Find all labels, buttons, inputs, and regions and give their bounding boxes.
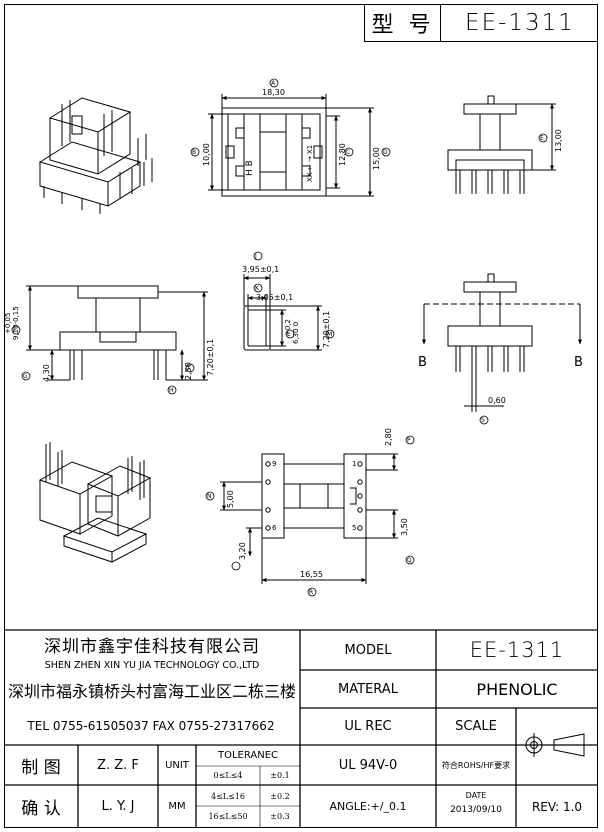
angle-tolerance: ANGLE:+/_0.1 (329, 800, 407, 813)
material-value: PHENOLIC (476, 679, 558, 699)
company-contact: TEL 0755-61505037 FAX 0755-27317662 (27, 719, 275, 733)
scale-label: SCALE (455, 719, 497, 734)
drawn-by: Z. Z. F (97, 757, 139, 773)
model-value: EE-1311 (469, 638, 565, 662)
front-view (26, 285, 208, 381)
iso-view-top (38, 97, 153, 214)
header-divider (440, 4, 441, 42)
dim-l-lower: 6,30 0 (292, 321, 300, 344)
dim-r: 16,55 (300, 570, 323, 579)
company-name-en: SHEN ZHEN XIN YU JIA TECHNOLOGY CO.,LTD (44, 659, 260, 671)
drawing-frame (4, 4, 598, 828)
part-marking-hb: H B (245, 160, 255, 176)
dim-b: 10,00 (202, 143, 211, 166)
rohs-note: 符合ROHS/HF要求 (441, 760, 511, 770)
marker-k: K (255, 285, 259, 292)
part-marking-xx: XX ← → X1 (306, 144, 314, 182)
check-label: 确 认 (21, 799, 61, 819)
company-name-cn: 深圳市鑫宇佳科技有限公司 (44, 636, 260, 657)
tol-value-3: ±0.3 (270, 812, 290, 821)
marker-b: B (192, 149, 197, 156)
marker-d: D (383, 149, 388, 156)
marker-m: M (327, 331, 333, 338)
section-view (243, 274, 322, 351)
date-value: 2013/09/10 (450, 805, 502, 815)
dim-j: 3,95±0,1 (242, 265, 280, 274)
tolerance-label: TOLERANEC (217, 750, 279, 761)
dim-g: 4,30 (42, 364, 51, 382)
dim-e: 13,00 (554, 129, 563, 152)
tol-value-1: ±0.1 (270, 771, 290, 780)
marker-t2: T (187, 365, 191, 372)
pin-label-5: 5 (352, 524, 357, 532)
pin-label-6: 6 (272, 524, 277, 532)
plan-view (208, 94, 374, 197)
tol-range-1: 0≤L≤4 (213, 771, 243, 780)
ul-value: UL 94V-0 (338, 757, 398, 773)
type-label: 型 号 (371, 13, 435, 38)
revision: REV: 1.0 (531, 799, 583, 814)
dim-p: 2,80 (384, 428, 393, 446)
marker-h: H (169, 387, 174, 394)
marker-e: E (540, 135, 544, 142)
iso-view-bottom (38, 442, 152, 563)
side-view-top (447, 95, 556, 194)
pin-label-1: 1 (352, 460, 357, 468)
pin-label-9: 9 (272, 460, 277, 468)
marker-q: Q (407, 557, 412, 564)
marker-n: N (207, 493, 212, 500)
dim-d: 15,00 (372, 147, 381, 170)
marker-j: J (255, 253, 257, 260)
dim-n: 0,60 (488, 396, 506, 405)
marker-r: R (309, 589, 314, 596)
dim-a: 18,30 (262, 88, 285, 97)
section-label-right: B (574, 355, 583, 370)
side-view-bb (422, 273, 582, 412)
section-label-left: B (418, 355, 427, 370)
dim-q: 3,50 (400, 518, 409, 536)
marker-g: G (23, 373, 28, 380)
material-label: MATERAL (338, 681, 398, 697)
marker-a: A (271, 80, 276, 87)
pin-view (220, 453, 398, 584)
ul-label: UL REC (344, 719, 392, 734)
check-by: L. Y. J (101, 799, 135, 814)
drawn-label: 制 图 (21, 757, 61, 778)
title-block-grid (4, 629, 598, 828)
type-value: EE-1311 (465, 10, 575, 36)
date-label: DATE (465, 790, 487, 800)
marker-f: F (13, 327, 17, 334)
unit-value: MM (168, 801, 186, 812)
tol-value-2: ±0.2 (270, 791, 290, 801)
dim-t: 3,20 (238, 542, 247, 560)
marker-c: C (346, 149, 351, 156)
unit-label: UNIT (165, 759, 189, 771)
marker-s: S (481, 417, 485, 424)
projection-symbol-icon (522, 733, 585, 757)
company-address: 深圳市福永镇桥头村富海工业区二栋三楼 (7, 682, 296, 701)
marker-l: L (287, 331, 291, 338)
dim-s: 5,00 (226, 490, 235, 508)
dim-k: 3,05±0,1 (256, 293, 294, 302)
model-label: MODEL (344, 642, 392, 658)
marker-p: P (407, 437, 411, 444)
tol-range-2: 4≤L≤16 (211, 791, 245, 801)
header-box (364, 4, 598, 42)
dim-i: 7,20±0,1 (206, 338, 215, 376)
tol-range-3: 16≤L≤50 (208, 812, 248, 821)
